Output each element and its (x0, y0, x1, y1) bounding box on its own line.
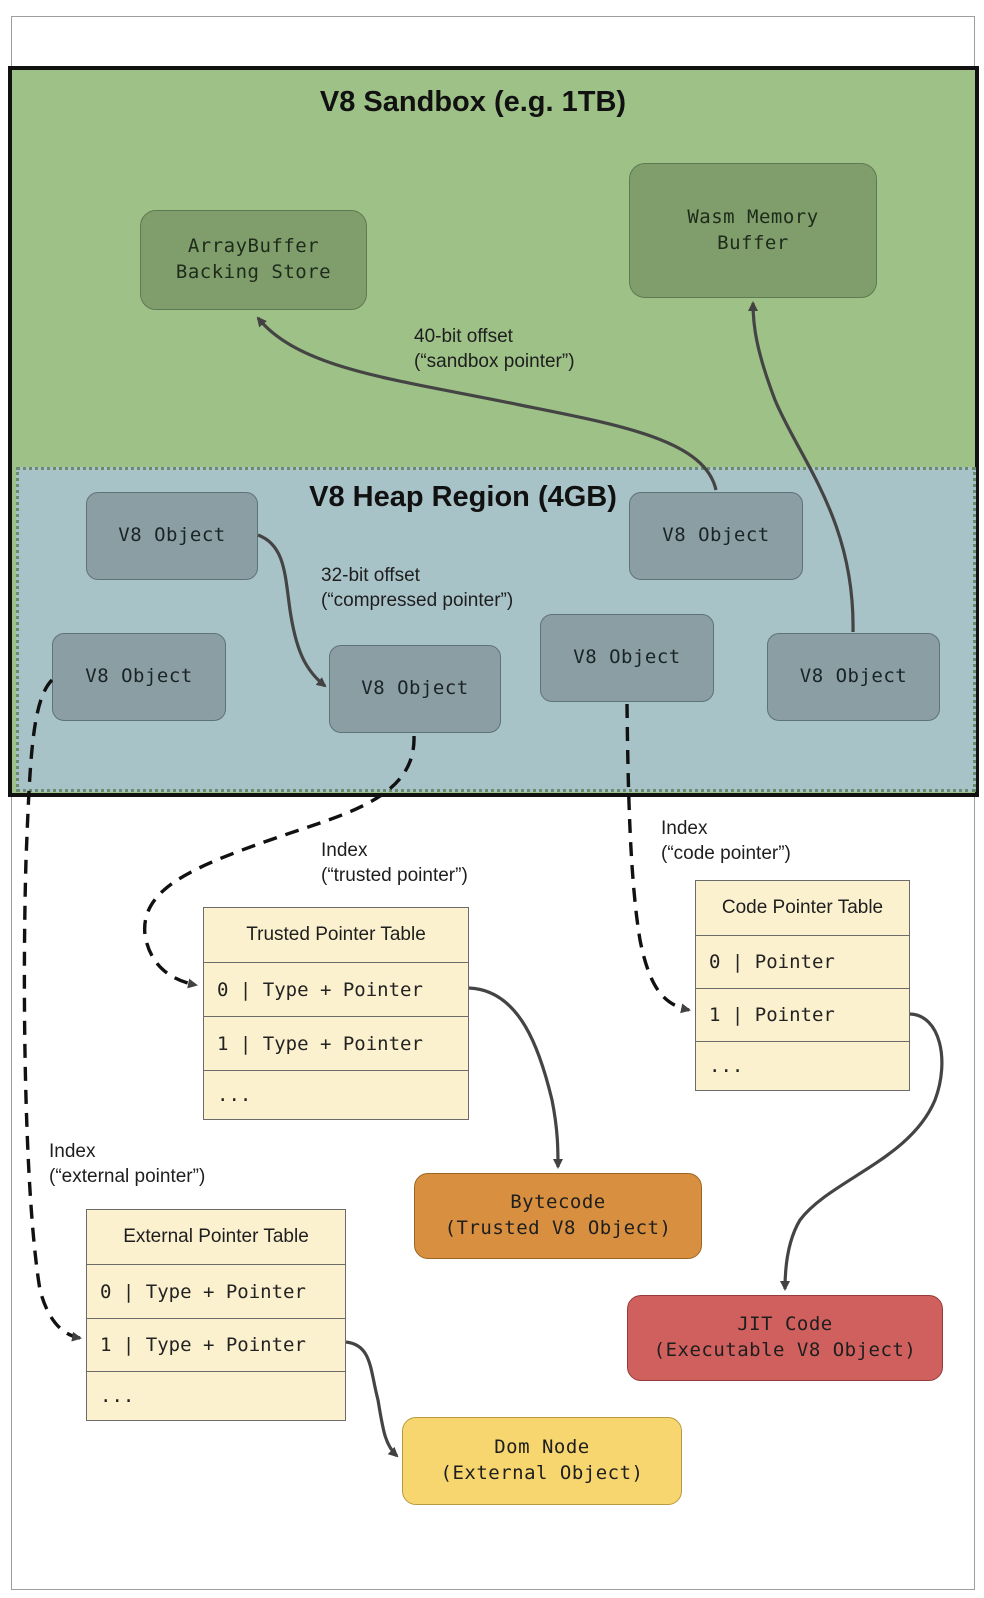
wasm-memory-buffer-box: Wasm Memory Buffer (629, 163, 877, 298)
trusted-pointer-table: Trusted Pointer Table 0 | Type + Pointer… (203, 907, 469, 1120)
table-row: 1 | Pointer (696, 988, 909, 1041)
jit-code-box: JIT Code (Executable V8 Object) (627, 1295, 943, 1381)
table-row: ... (87, 1371, 345, 1419)
v8-object-box: V8 Object (329, 645, 501, 733)
code-pointer-label: Index (“code pointer”) (661, 818, 791, 864)
heap-title: V8 Heap Region (4GB) (309, 481, 617, 513)
diagram-frame (11, 16, 975, 1590)
trusted-pointer-label: Index (“trusted pointer”) (321, 840, 468, 886)
table-row: 1 | Type + Pointer (87, 1318, 345, 1371)
dom-node-box: Dom Node (External Object) (402, 1417, 682, 1505)
bytecode-box: Bytecode (Trusted V8 Object) (414, 1173, 702, 1259)
table-row: 1 | Type + Pointer (204, 1016, 468, 1070)
table-row: 0 | Pointer (696, 935, 909, 988)
v8-object-box: V8 Object (629, 492, 803, 580)
external-pointer-label: Index (“external pointer”) (49, 1141, 206, 1187)
arraybuffer-backing-store-box: ArrayBuffer Backing Store (140, 210, 367, 310)
code-to-jit-arrow (780, 1012, 944, 1291)
table-row: 0 | Type + Pointer (87, 1264, 345, 1318)
external-pointer-arrow (22, 678, 82, 1342)
wasm-pointer-arrow (748, 301, 855, 633)
v8-object-box: V8 Object (540, 614, 714, 702)
compressed-pointer-arrow (257, 533, 327, 688)
external-pointer-table: External Pointer Table 0 | Type + Pointe… (86, 1209, 346, 1421)
table-row: 0 | Type + Pointer (204, 962, 468, 1016)
compressed-pointer-label: 32-bit offset (“compressed pointer”) (321, 565, 514, 611)
v8-object-box: V8 Object (86, 492, 258, 580)
external-to-dom-arrow (345, 1340, 399, 1458)
sandbox-pointer-label: 40-bit offset (“sandbox pointer”) (414, 326, 575, 372)
trusted-pointer-arrow (143, 735, 416, 989)
trusted-to-bytecode-arrow (468, 986, 563, 1169)
code-pointer-arrow (625, 703, 691, 1014)
table-row: ... (696, 1041, 909, 1089)
code-table-title: Code Pointer Table (721, 897, 884, 918)
v8-object-box: V8 Object (52, 633, 226, 721)
table-row: ... (204, 1070, 468, 1118)
external-table-title: External Pointer Table (123, 1226, 309, 1247)
trusted-table-title: Trusted Pointer Table (246, 924, 426, 945)
v8-object-box: V8 Object (767, 633, 940, 721)
sandbox-title: V8 Sandbox (e.g. 1TB) (319, 86, 627, 118)
code-pointer-table: Code Pointer Table 0 | Pointer 1 | Point… (695, 880, 910, 1091)
sandbox-pointer-arrow (256, 316, 718, 491)
